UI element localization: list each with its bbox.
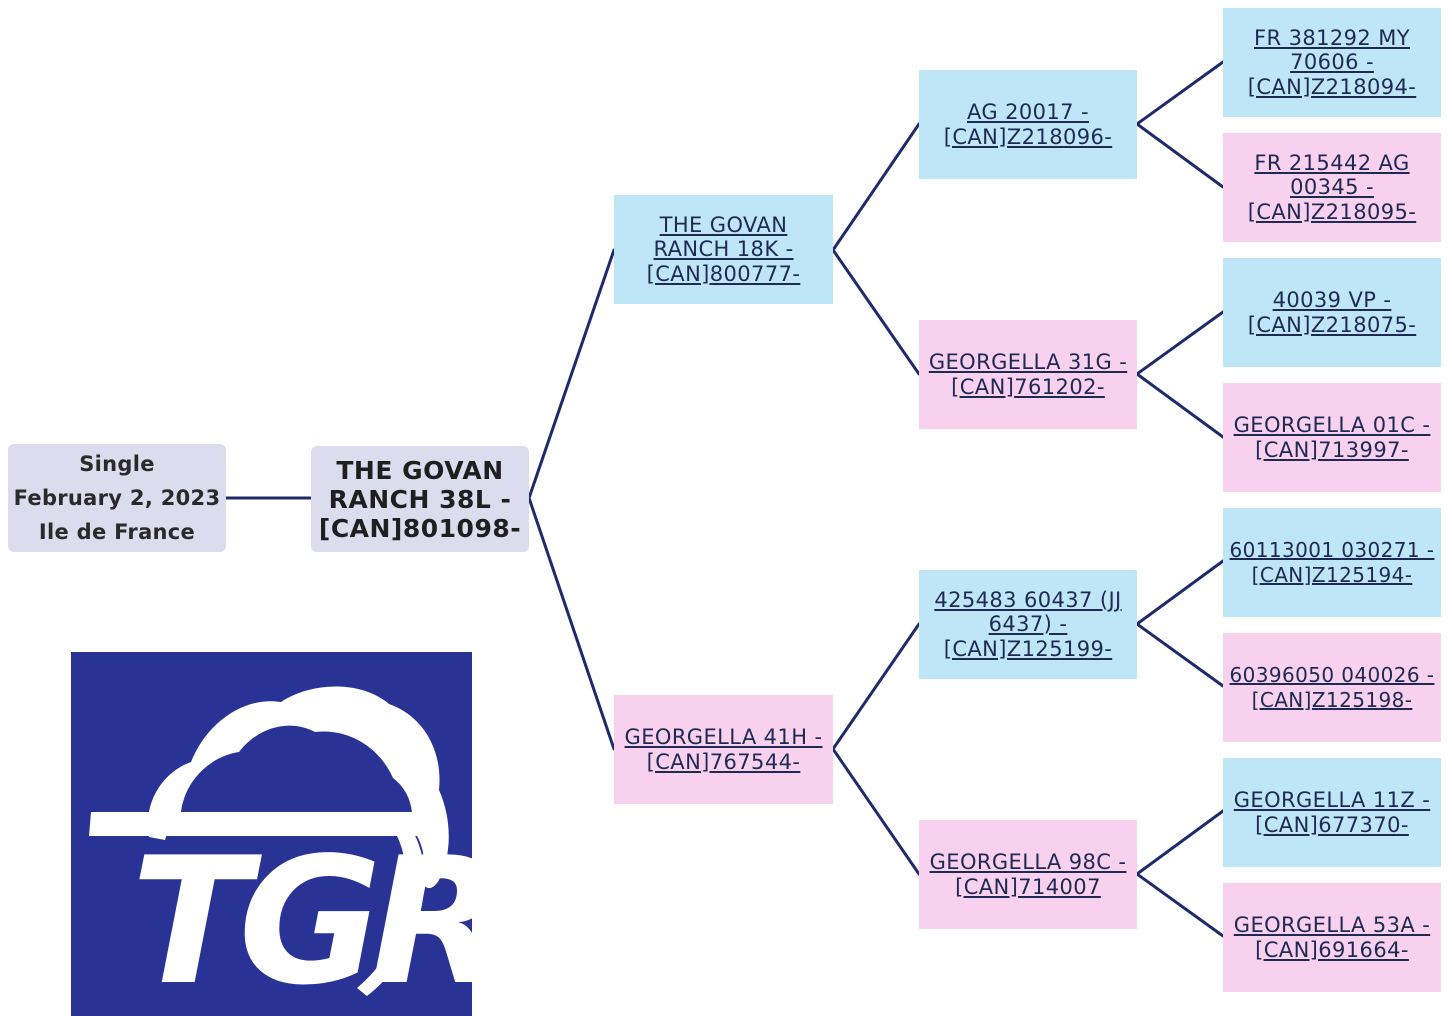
sire-sire-dam-box: FR 215442 AG 00345 -[CAN]Z218095- [1223, 133, 1441, 242]
dam-dam-dam-link[interactable]: GEORGELLA 53A -[CAN]691664- [1233, 913, 1431, 962]
sire-dam-link[interactable]: GEORGELLA 31G -[CAN]761202- [928, 350, 1128, 399]
dam-dam-sire-link[interactable]: GEORGELLA 11Z -[CAN]677370- [1233, 788, 1431, 837]
connector-sd-sds [1135, 310, 1225, 376]
connector-subject-dam [527, 496, 616, 751]
birth-type: Single [79, 452, 155, 476]
dam-dam-sire-box: GEORGELLA 11Z -[CAN]677370- [1223, 758, 1441, 867]
connector-dam-ds [831, 622, 921, 751]
sire-dam-sire-box: 40039 VP -[CAN]Z218075- [1223, 258, 1441, 367]
sire-dam-dam-link[interactable]: GEORGELLA 01C -[CAN]713997- [1233, 413, 1431, 462]
sire-box: THE GOVAN RANCH 18K -[CAN]800777- [614, 195, 833, 304]
dam-sire-dam-box: 60396050 040026 -[CAN]Z125198- [1223, 633, 1441, 742]
sire-sire-sire-box: FR 381292 MY 70606 -[CAN]Z218094- [1223, 8, 1441, 117]
connector-dam-dd [831, 747, 921, 876]
subject-animal-label: THE GOVAN RANCH 38L -[CAN]801098- [318, 455, 522, 543]
connector-sire-sd [831, 248, 921, 376]
tgr-logo: TGR [71, 652, 472, 1016]
sire-dam-sire-link[interactable]: 40039 VP -[CAN]Z218075- [1247, 288, 1417, 337]
dam-sire-sire-link[interactable]: 60113001 030271 -[CAN]Z125194- [1229, 538, 1435, 587]
dam-link[interactable]: GEORGELLA 41H -[CAN]767544- [624, 725, 823, 774]
connector-dd-ddd [1135, 872, 1225, 938]
connector-ss-sss [1135, 60, 1225, 126]
subject-animal-box: THE GOVAN RANCH 38L -[CAN]801098- [311, 446, 529, 552]
sire-link[interactable]: THE GOVAN RANCH 18K -[CAN]800777- [646, 212, 801, 286]
bull-head-logo-icon: TGR [89, 686, 472, 1016]
sire-sire-link[interactable]: AG 20017 -[CAN]Z218096- [943, 100, 1113, 149]
breed: Ile de France [38, 520, 196, 544]
dam-sire-dam-link[interactable]: 60396050 040026 -[CAN]Z125198- [1229, 663, 1435, 712]
dam-sire-box: 425483 60437 (JJ 6437) -[CAN]Z125199- [919, 570, 1137, 679]
sire-sire-dam-link[interactable]: FR 215442 AG 00345 -[CAN]Z218095- [1247, 150, 1417, 224]
connector-ds-dsd [1135, 622, 1225, 688]
dam-sire-link[interactable]: 425483 60437 (JJ 6437) -[CAN]Z125199- [934, 587, 1122, 661]
connector-sd-sdd [1135, 372, 1225, 439]
sire-dam-box: GEORGELLA 31G -[CAN]761202- [919, 320, 1137, 429]
connector-sire-ss [831, 122, 921, 252]
dam-box: GEORGELLA 41H -[CAN]767544- [614, 695, 833, 804]
connector-dd-dds [1135, 809, 1225, 876]
sire-sire-sire-link[interactable]: FR 381292 MY 70606 -[CAN]Z218094- [1247, 25, 1417, 99]
connector-ss-ssd [1135, 122, 1225, 189]
connector-ds-dss [1135, 559, 1225, 626]
animal-info-box: Single February 2, 2023 Ile de France [8, 444, 226, 552]
sire-sire-box: AG 20017 -[CAN]Z218096- [919, 70, 1137, 179]
dam-dam-box: GEORGELLA 98C -[CAN]714007 [919, 820, 1137, 929]
svg-text:TGR: TGR [131, 821, 472, 1016]
dam-dam-link[interactable]: GEORGELLA 98C -[CAN]714007 [929, 850, 1127, 899]
birth-date: February 2, 2023 [13, 486, 221, 510]
dam-dam-dam-box: GEORGELLA 53A -[CAN]691664- [1223, 883, 1441, 992]
dam-sire-sire-box: 60113001 030271 -[CAN]Z125194- [1223, 508, 1441, 617]
connector-subject-sire [527, 248, 616, 500]
sire-dam-dam-box: GEORGELLA 01C -[CAN]713997- [1223, 383, 1441, 492]
